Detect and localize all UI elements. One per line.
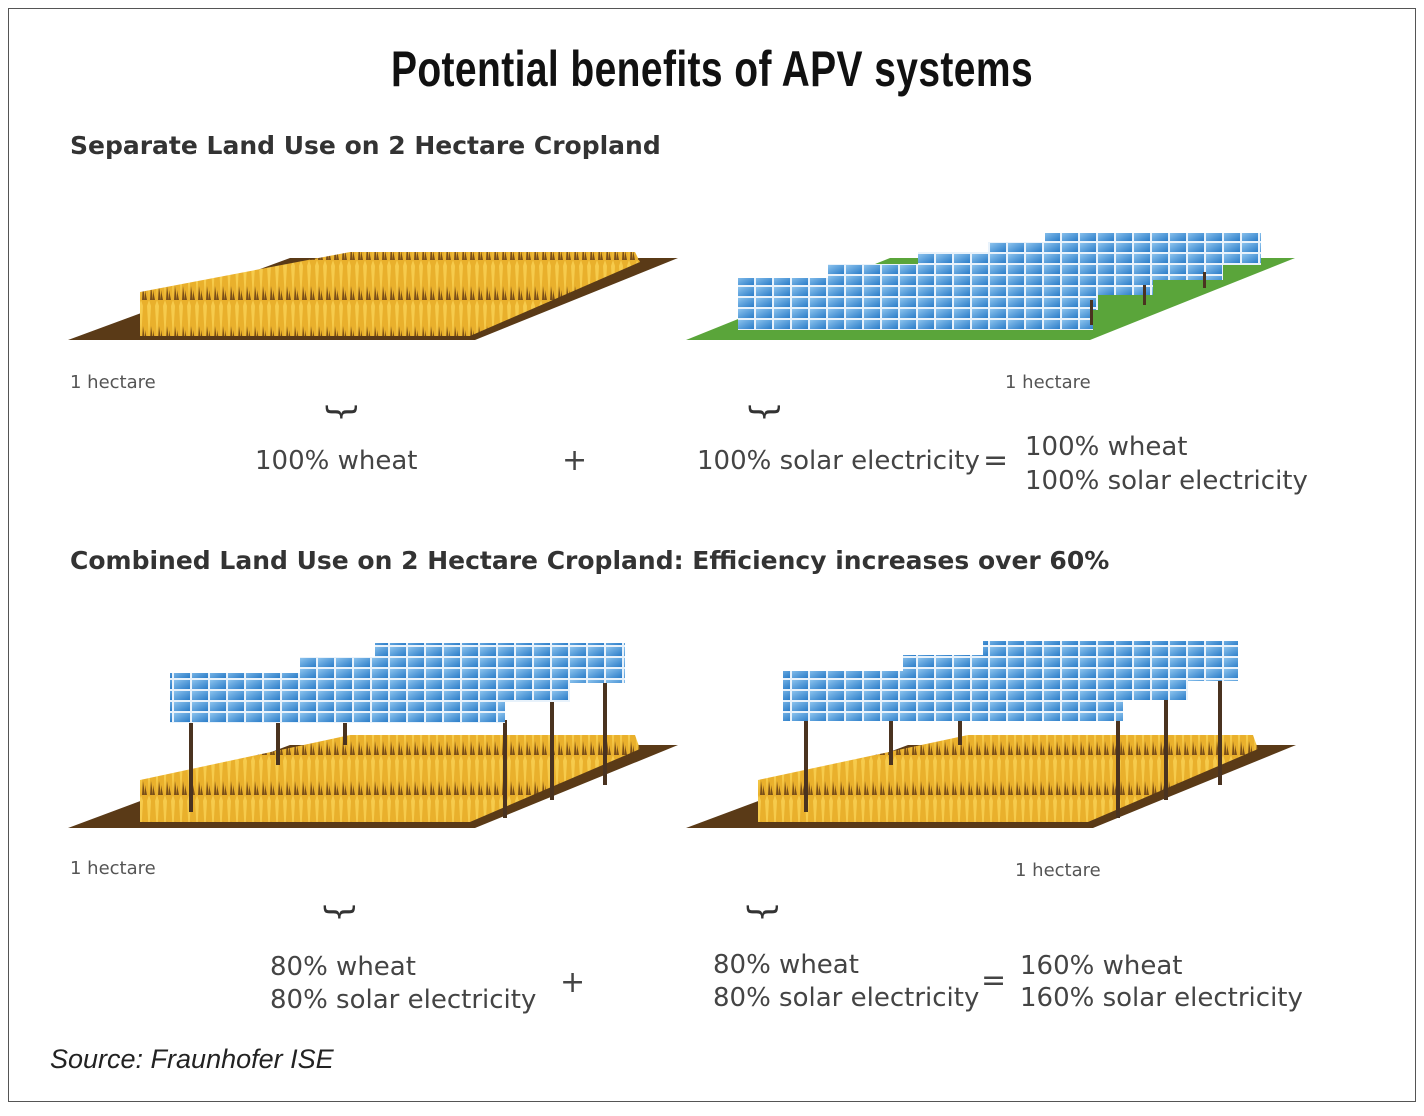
- hectare-label: 1 hectare: [1015, 860, 1101, 881]
- hectare-label: 1 hectare: [1005, 372, 1091, 393]
- solar-field-illustration: [686, 233, 1295, 340]
- solar-panel-row: [738, 278, 1093, 330]
- brace-icon: }: [745, 401, 785, 423]
- source-caption: Source: Fraunhofer ISE: [50, 1044, 334, 1074]
- apv-right-wheat: 80% wheat: [713, 950, 859, 980]
- brace-icon: }: [743, 901, 783, 923]
- solar-value: 100% solar electricity: [697, 446, 980, 476]
- solar-panel-rows: [738, 233, 1261, 330]
- apv-left-wheat: 80% wheat: [270, 952, 416, 982]
- infographic-frame: [8, 8, 1416, 1102]
- apv-field-illustration-left: [68, 643, 678, 828]
- solar-panel-row: [170, 673, 505, 723]
- apv-field-illustration-right: [686, 641, 1296, 828]
- result-solar: 100% solar electricity: [1025, 466, 1308, 496]
- plus-sign: +: [560, 965, 586, 1000]
- infographic-title: Potential benefits of APV systems: [390, 41, 1034, 97]
- result-wheat: 160% wheat: [1020, 951, 1183, 981]
- wheat-crop: [140, 252, 640, 336]
- wheat-value: 100% wheat: [255, 446, 418, 476]
- brace-icon: }: [320, 901, 360, 923]
- wheat-field-illustration: [68, 252, 678, 340]
- equals-sign: =: [981, 963, 1007, 998]
- support-poles: [189, 680, 607, 818]
- equals-sign: =: [983, 443, 1009, 478]
- hectare-label: 1 hectare: [70, 372, 156, 393]
- apv-right-solar: 80% solar electricity: [713, 983, 980, 1013]
- hectare-label: 1 hectare: [70, 858, 156, 879]
- support-poles: [804, 680, 1222, 818]
- combined-land-use-heading: Combined Land Use on 2 Hectare Cropland:…: [70, 546, 1110, 575]
- wheat-crop: [140, 735, 640, 822]
- apv-left-solar: 80% solar electricity: [270, 985, 537, 1015]
- result-solar: 160% solar electricity: [1020, 983, 1303, 1013]
- brace-icon: }: [322, 401, 362, 423]
- wheat-crop: [758, 735, 1258, 822]
- plus-sign: +: [562, 443, 588, 478]
- solar-panel-row: [783, 671, 1123, 721]
- separate-land-use-heading: Separate Land Use on 2 Hectare Cropland: [70, 131, 661, 160]
- result-wheat: 100% wheat: [1025, 432, 1188, 462]
